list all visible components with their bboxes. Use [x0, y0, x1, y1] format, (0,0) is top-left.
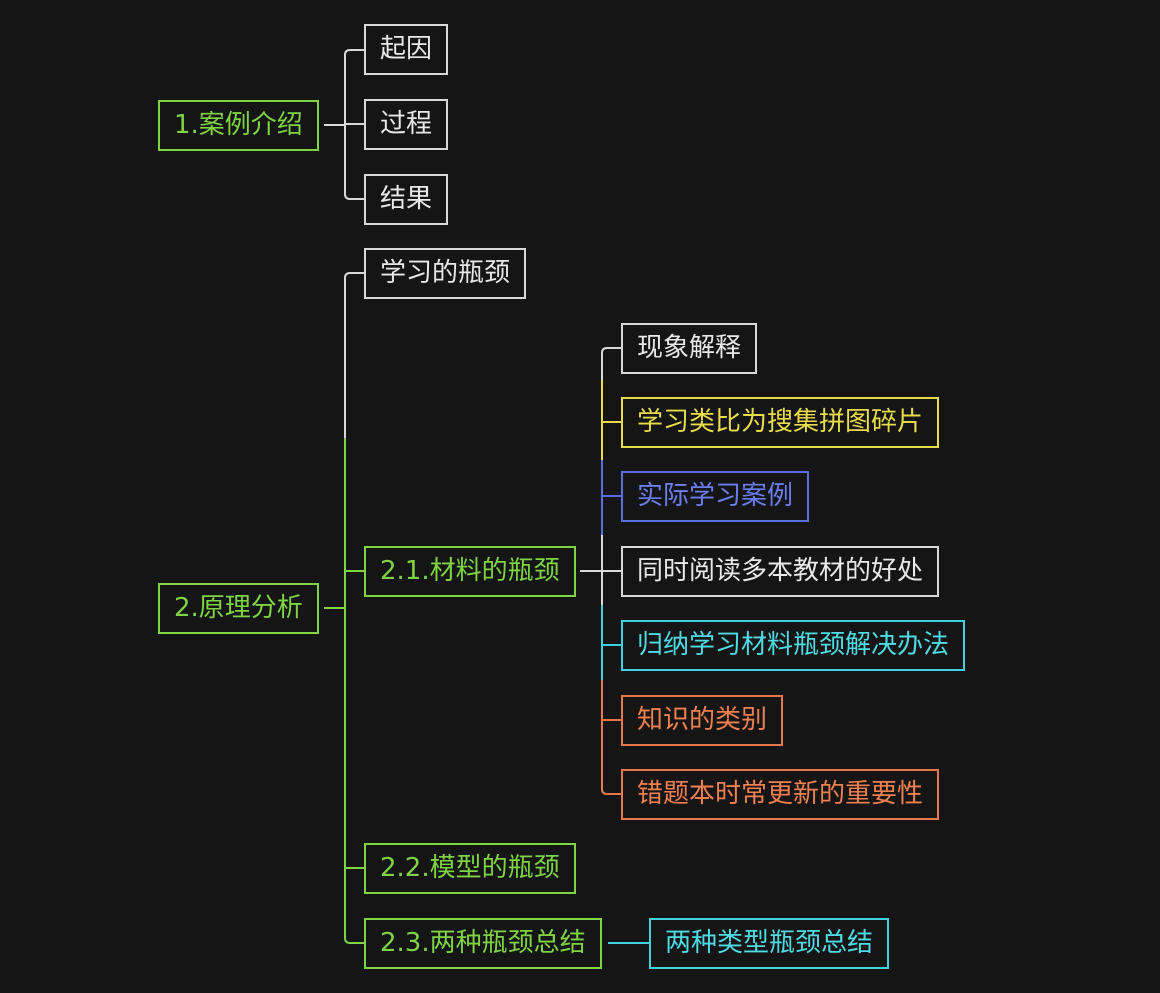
node-knowledge-types[interactable]: 知识的类别: [621, 695, 784, 746]
node-multiple-textbooks[interactable]: 同时阅读多本教材的好处: [621, 546, 940, 597]
node-model-bottleneck[interactable]: 2.2.模型的瓶颈: [364, 843, 576, 894]
node-cause[interactable]: 起因: [364, 24, 449, 75]
connector-result: [344, 193, 366, 200]
node-principle[interactable]: 2.原理分析: [158, 583, 319, 634]
node-learning-bottleneck[interactable]: 学习的瓶颈: [364, 248, 527, 299]
node-learning-case[interactable]: 实际学习案例: [621, 471, 810, 522]
connector-mistake-notebook: [601, 788, 623, 795]
node-mistake-notebook[interactable]: 错题本时常更新的重要性: [621, 769, 940, 820]
node-process[interactable]: 过程: [364, 99, 449, 150]
node-two-types-summary[interactable]: 两种类型瓶颈总结: [649, 918, 890, 969]
node-bottleneck-summary[interactable]: 2.3.两种瓶颈总结: [364, 918, 602, 969]
connector-learning-bottleneck: [344, 272, 366, 279]
node-material-bottleneck[interactable]: 2.1.材料的瓶颈: [364, 546, 576, 597]
node-phenomenon-explanation[interactable]: 现象解释: [621, 323, 758, 374]
connector-bottleneck-summary: [344, 937, 366, 944]
connector-cause: [344, 49, 366, 56]
node-case-intro[interactable]: 1.案例介绍: [158, 100, 319, 151]
node-solution-summary[interactable]: 归纳学习材料瓶颈解决办法: [621, 620, 966, 671]
connector-phenomenon: [601, 347, 623, 354]
node-puzzle-analogy[interactable]: 学习类比为搜集拼图碎片: [621, 397, 940, 448]
node-result[interactable]: 结果: [364, 174, 449, 225]
